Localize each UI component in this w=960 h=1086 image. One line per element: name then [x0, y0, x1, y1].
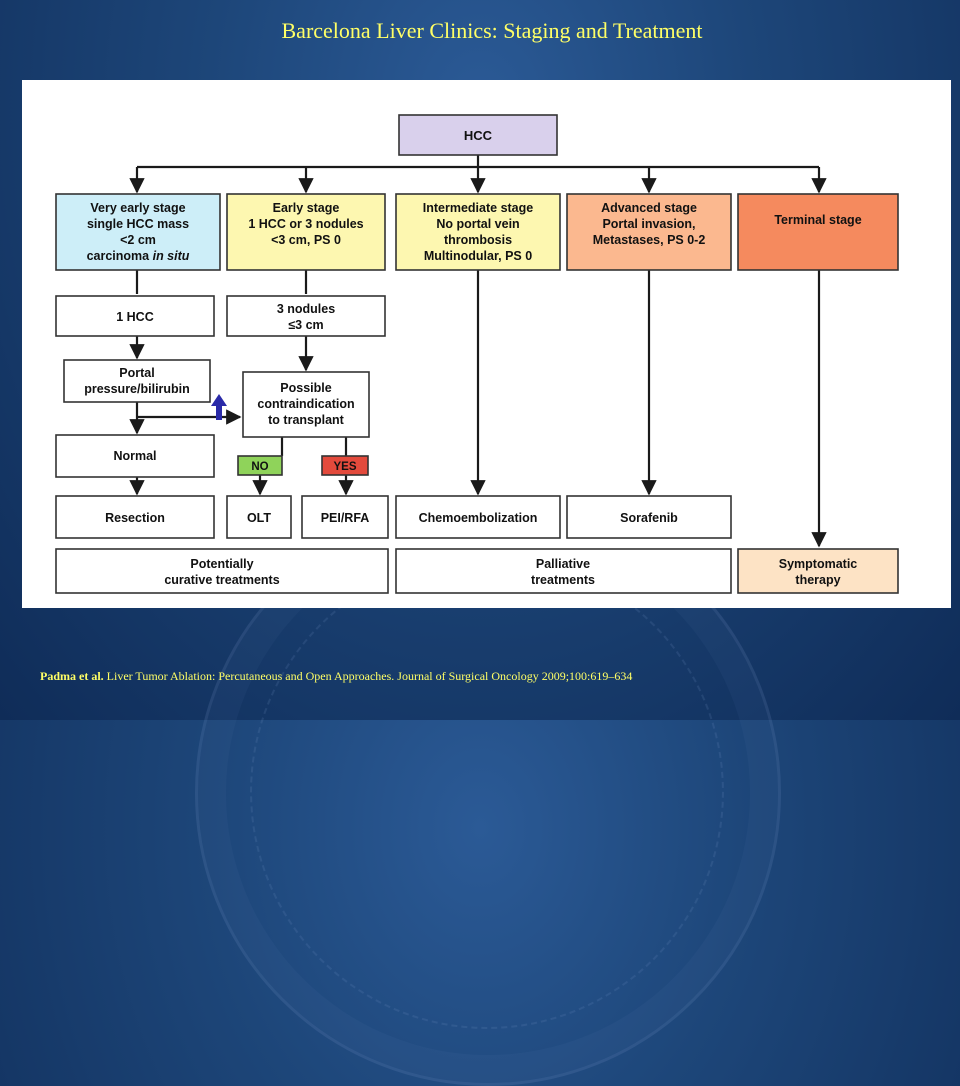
symptomatic-group: Symptomatic therapy [737, 548, 899, 594]
advanced-line2: Portal invasion, [602, 217, 695, 231]
hcc-label: HCC [464, 128, 493, 143]
one-hcc-label: 1 HCC [116, 310, 154, 324]
intermediate-line4: Multinodular, PS 0 [424, 249, 532, 263]
symptomatic-line1: Symptomatic [779, 557, 858, 571]
slide-title: Barcelona Liver Clinics: Staging and Tre… [281, 18, 703, 43]
stage-advanced: Advanced stage Portal invasion, Metastas… [566, 193, 732, 271]
palliative-group: Palliative treatments [395, 548, 732, 594]
very-early-line3: <2 cm [120, 233, 156, 247]
citation: Padma et al. Liver Tumor Ablation: Percu… [40, 669, 920, 684]
olt-node: OLT [226, 495, 292, 539]
normal-node: Normal [55, 434, 215, 478]
no-node: NO [237, 455, 283, 476]
three-nodules-node: 3 nodules ≤3 cm [226, 295, 386, 337]
curative-line2: curative treatments [164, 573, 279, 587]
intermediate-line2: No portal vein [436, 217, 519, 231]
flowchart-panel: HCC Very early stage single HCC mass <2 … [22, 80, 951, 608]
portal-line1: Portal [119, 366, 154, 380]
stage-very-early: Very early stage single HCC mass <2 cm c… [55, 193, 221, 271]
contraindication-line2: contraindication [257, 397, 354, 411]
flowchart-svg: HCC Very early stage single HCC mass <2 … [55, 114, 899, 594]
very-early-line4: carcinoma in situ [87, 249, 190, 263]
resection-node: Resection [55, 495, 215, 539]
chemoembolization-label: Chemoembolization [419, 511, 538, 525]
portal-line2: pressure/bilirubin [84, 382, 190, 396]
yes-label: YES [333, 461, 356, 473]
contraindication-line1: Possible [280, 381, 331, 395]
early-line1: Early stage [273, 201, 340, 215]
intermediate-line1: Intermediate stage [423, 201, 534, 215]
palliative-line1: Palliative [536, 557, 590, 571]
intermediate-line3: thrombosis [444, 233, 512, 247]
contraindication-line3: to transplant [268, 413, 345, 427]
stage-intermediate: Intermediate stage No portal vein thromb… [395, 193, 561, 271]
palliative-line2: treatments [531, 573, 595, 587]
connectors [129, 155, 827, 548]
background-seal-inner-ring [250, 555, 724, 1029]
citation-text: Liver Tumor Ablation: Percutaneous and O… [103, 669, 633, 683]
three-nodules-line1: 3 nodules [277, 302, 335, 316]
three-nodules-line2: ≤3 cm [288, 318, 323, 332]
early-line3: <3 cm, PS 0 [271, 233, 341, 247]
yes-node: YES [321, 455, 369, 476]
normal-label: Normal [113, 449, 156, 463]
contraindication-node: Possible contraindication to transplant [242, 371, 370, 438]
chemoembolization-node: Chemoembolization [395, 495, 561, 539]
stage-terminal: Terminal stage [737, 193, 899, 271]
hcc-node: HCC [398, 114, 558, 156]
one-hcc-node: 1 HCC [55, 295, 215, 337]
resection-label: Resection [105, 511, 165, 525]
pei-rfa-label: PEI/RFA [321, 511, 370, 525]
advanced-line1: Advanced stage [601, 201, 697, 215]
pei-rfa-node: PEI/RFA [301, 495, 389, 539]
sorafenib-label: Sorafenib [620, 511, 678, 525]
up-arrow-icon [211, 394, 227, 420]
portal-pressure-node: Portal pressure/bilirubin [63, 359, 211, 403]
curative-group: Potentially curative treatments [55, 548, 389, 594]
citation-author: Padma et al. [40, 669, 104, 683]
olt-label: OLT [247, 511, 271, 525]
curative-line1: Potentially [190, 557, 253, 571]
early-line2: 1 HCC or 3 nodules [248, 217, 363, 231]
stage-early: Early stage 1 HCC or 3 nodules <3 cm, PS… [226, 193, 386, 271]
advanced-line3: Metastases, PS 0-2 [593, 233, 706, 247]
sorafenib-node: Sorafenib [566, 495, 732, 539]
no-label: NO [251, 461, 268, 473]
very-early-line2: single HCC mass [87, 217, 189, 231]
very-early-line1: Very early stage [90, 201, 185, 215]
terminal-line1: Terminal stage [774, 213, 861, 227]
symptomatic-line2: therapy [795, 573, 840, 587]
